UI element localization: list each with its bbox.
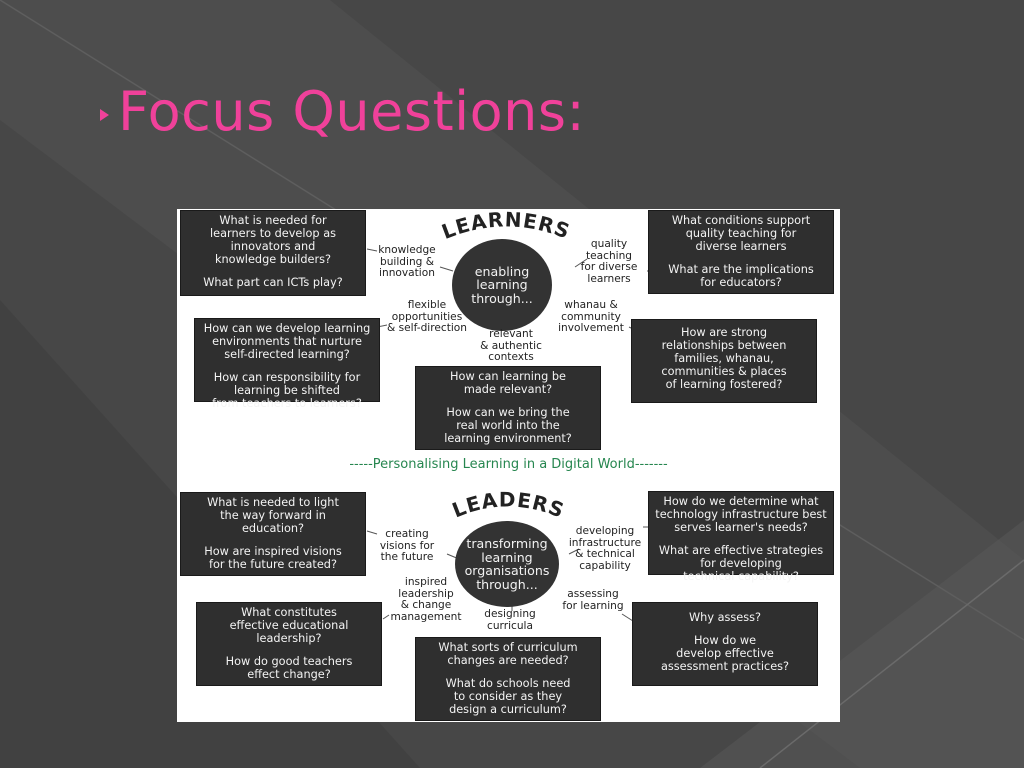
- box-text: How are inspired visions for the future …: [204, 545, 342, 571]
- label-inspired-leadership: inspired leadership & change management: [390, 576, 462, 623]
- learners-center-circle: enabling learning through...: [452, 239, 552, 331]
- box-text: What do schools need to consider as they…: [445, 677, 571, 716]
- box-text: How do good teachers effect change?: [225, 655, 353, 681]
- leaders-heading: LEADERS: [449, 487, 567, 522]
- label-developing-infrastructure: developing infrastructure & technical ca…: [568, 525, 642, 572]
- box-text: What are effective strategies for develo…: [658, 544, 824, 583]
- box-text: Why assess?: [688, 611, 762, 624]
- leaders-box-mid-right: Why assess? How do we develop effective …: [632, 602, 818, 686]
- box-text: What conditions support quality teaching…: [671, 214, 811, 253]
- leaders-box-bottom: What sorts of curriculum changes are nee…: [415, 637, 601, 721]
- learners-box-bottom: How can learning be made relevant? How c…: [415, 366, 601, 450]
- learners-box-top-right: What conditions support quality teaching…: [648, 210, 834, 294]
- box-text: What is needed to light the way forward …: [207, 496, 339, 535]
- label-creating-visions: creating visions for the future: [379, 528, 435, 563]
- label-quality-teaching: quality teaching for diverse learners: [580, 238, 638, 285]
- leaders-box-top-left: What is needed to light the way forward …: [180, 492, 366, 576]
- label-relevant-contexts: relevant & authentic contexts: [480, 328, 542, 363]
- box-text: What sorts of curriculum changes are nee…: [438, 641, 578, 667]
- label-designing-curricula: designing curricula: [484, 608, 536, 632]
- box-text: How do we develop effective assessment p…: [660, 634, 790, 673]
- learners-box-top-left: What is needed for learners to develop a…: [180, 210, 366, 296]
- label-assessing-learning: assessing for learning: [562, 588, 624, 612]
- slide-title: Focus Questions:: [118, 80, 586, 143]
- box-text: What is needed for learners to develop a…: [210, 214, 336, 266]
- diagram-panel: LEARNERS LEADERS enabling learning throu…: [177, 209, 840, 722]
- svg-text:LEADERS: LEADERS: [449, 487, 568, 522]
- learners-box-mid-left: How can we develop learning environments…: [194, 318, 380, 410]
- label-flexible-opportunities: flexible opportunities & self-direction: [386, 299, 467, 334]
- box-text: What constitutes effective educational l…: [229, 606, 349, 645]
- box-text: How can responsibility for learning be s…: [212, 371, 362, 410]
- box-text: What are the implications for educators?: [668, 263, 814, 289]
- divider-caption: -----Personalising Learning in a Digital…: [349, 457, 668, 472]
- bullet-arrow-icon: [100, 109, 109, 121]
- label-knowledge-building: knowledge building & innovation: [378, 244, 436, 279]
- box-text: How can we develop learning environments…: [203, 322, 371, 361]
- leaders-center-circle: transforming learning organisations thro…: [455, 521, 559, 607]
- leaders-box-top-right: How do we determine what technology infr…: [648, 491, 834, 583]
- box-text: How do we determine what technology infr…: [655, 495, 827, 534]
- learners-box-mid-right: How are strong relationships between fam…: [631, 319, 817, 403]
- leaders-box-mid-left: What constitutes effective educational l…: [196, 602, 382, 686]
- box-text: How are strong relationships between fam…: [661, 326, 787, 391]
- label-whanau-community: whanau & community involvement: [558, 299, 624, 334]
- box-text: What part can ICTs play?: [203, 276, 343, 289]
- box-text: How can learning be made relevant?: [450, 370, 566, 396]
- box-text: How can we bring the real world into the…: [444, 406, 572, 445]
